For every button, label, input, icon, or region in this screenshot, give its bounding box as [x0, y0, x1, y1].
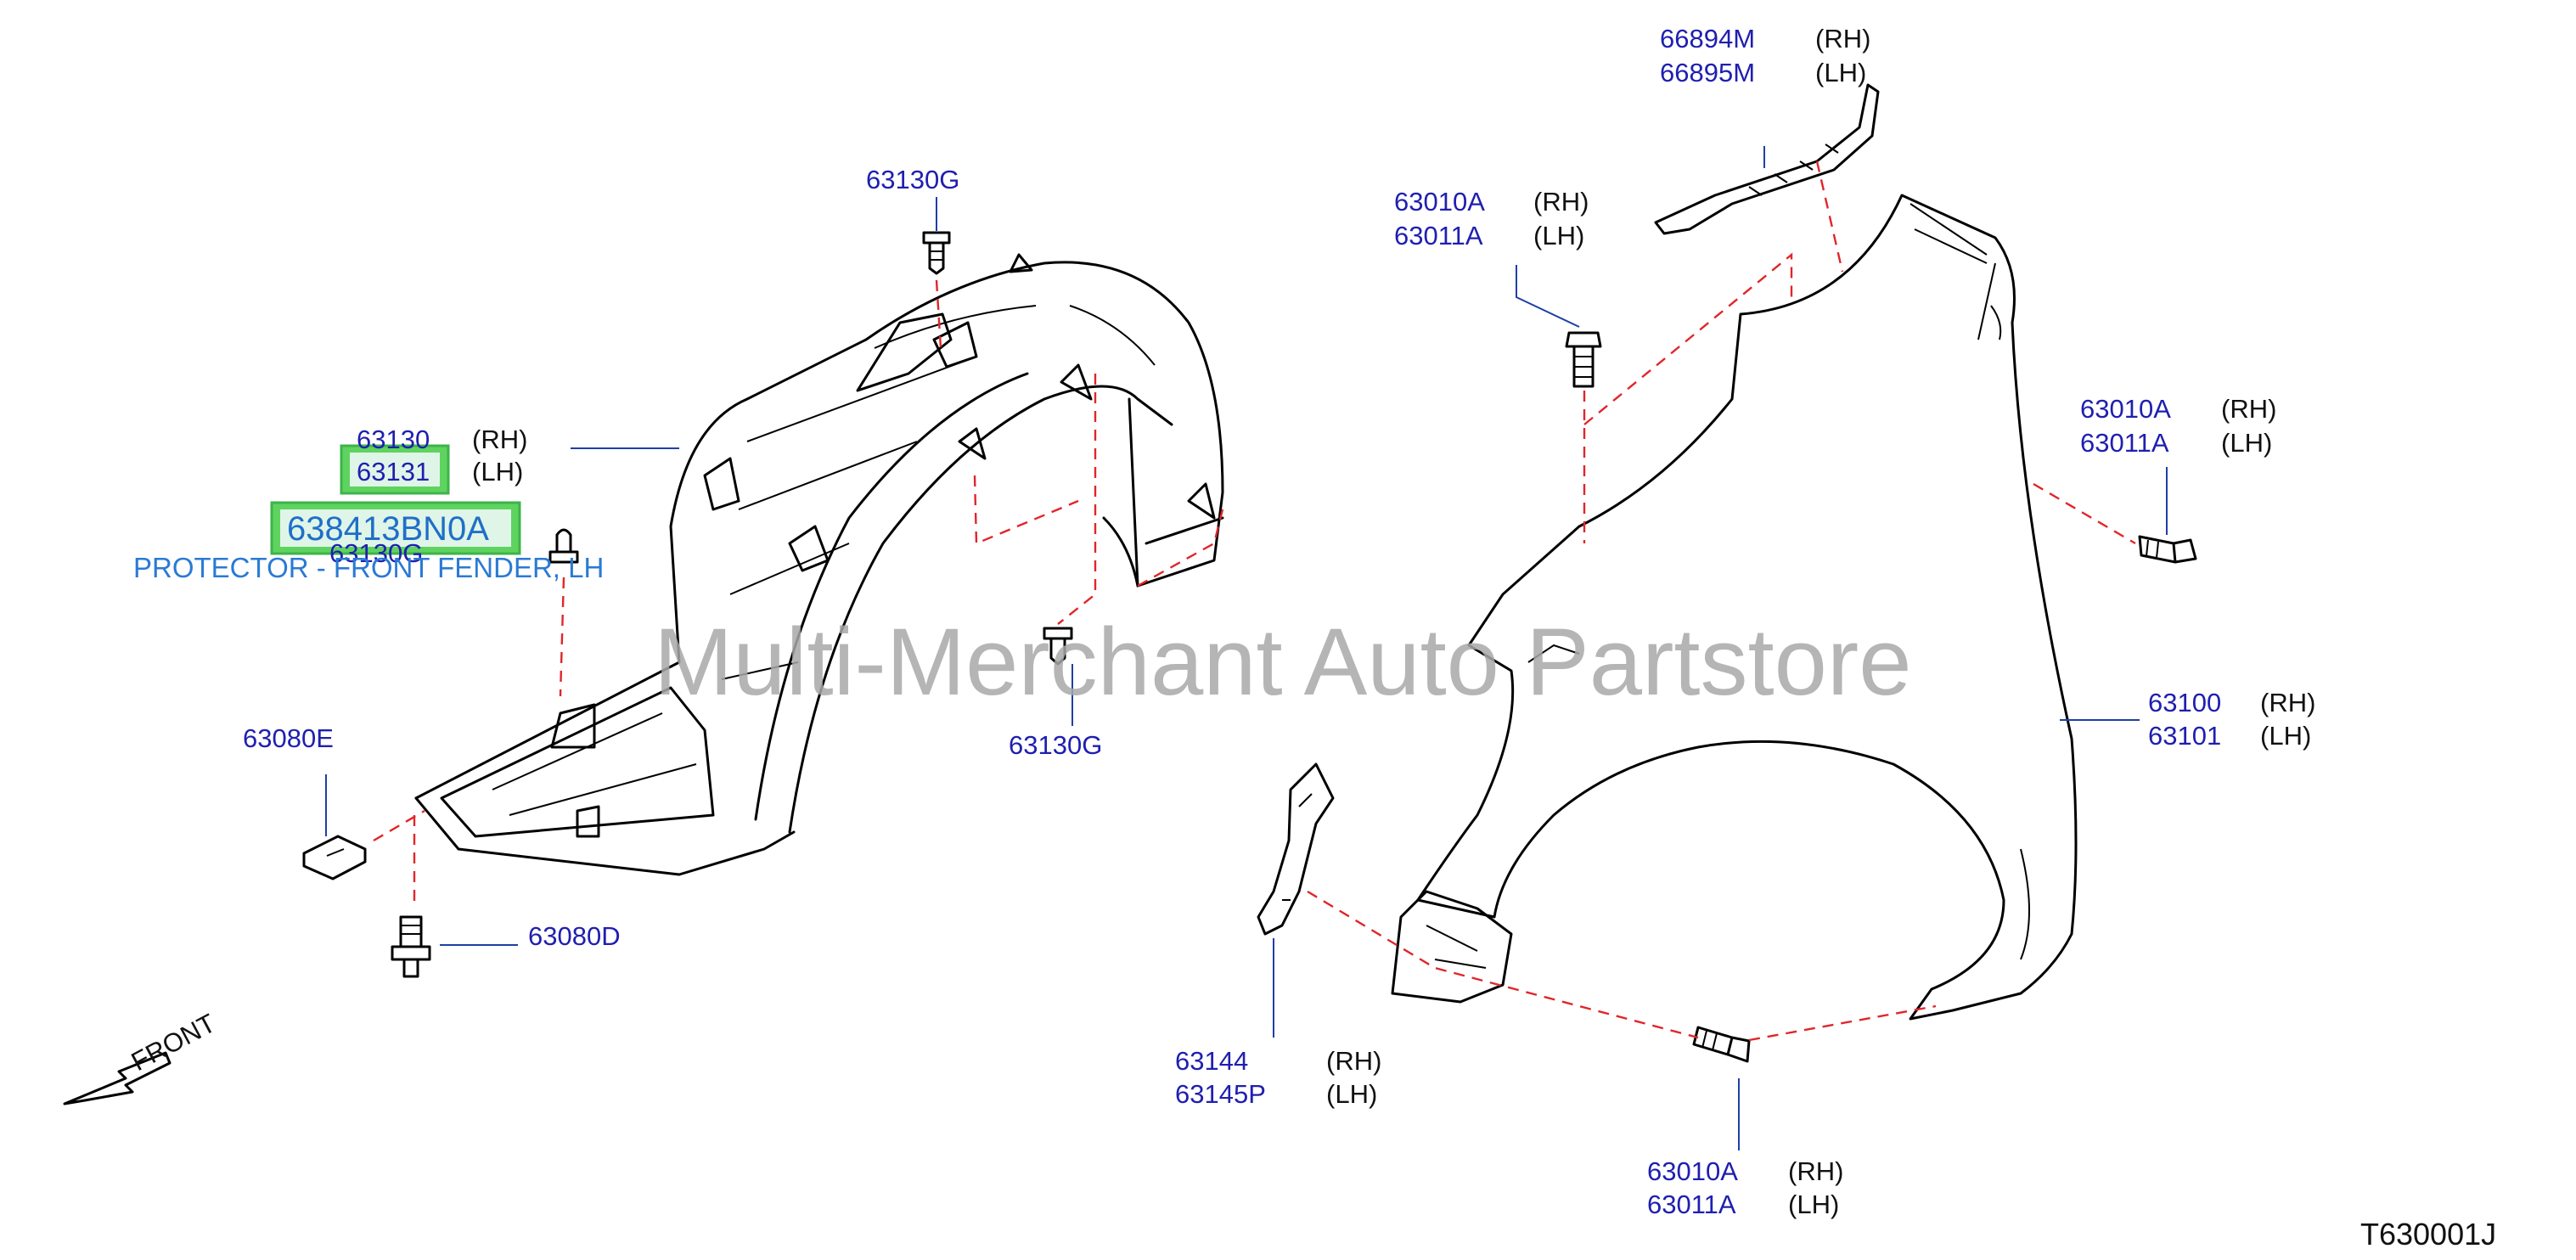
callout-fender-rh-side: (RH) [2260, 688, 2315, 717]
callout-66894m[interactable]: 66894M [1660, 24, 1755, 53]
callout-66895m[interactable]: 66895M [1660, 58, 1755, 87]
nut-drawing[interactable] [302, 835, 367, 880]
callout-protector-rh-side: (RH) [472, 425, 527, 454]
callout-fender-rh[interactable]: 63100 [2148, 688, 2221, 717]
callout-bolt-bottom-lh[interactable]: 63011A [1647, 1190, 1736, 1219]
part-description: PROTECTOR - FRONT FENDER, LH [133, 552, 604, 583]
callout-bolt-bottom-lh-side: (LH) [1788, 1190, 1839, 1219]
front-arrow-icon [63, 1051, 172, 1105]
callout-fender-lh[interactable]: 63101 [2148, 721, 2221, 751]
screw-drawing[interactable] [391, 915, 431, 978]
callout-protector-rh[interactable]: 63130 [357, 425, 430, 454]
front-fender-drawing[interactable] [1391, 194, 2078, 1021]
callout-bolt-right-lh-side: (LH) [2221, 428, 2272, 458]
leader-lines [325, 146, 2168, 1150]
callout-bolt-right-lh[interactable]: 63011A [2080, 428, 2169, 458]
callout-fender-lh-side: (LH) [2260, 721, 2311, 751]
callout-bracket-lh[interactable]: 63145P [1175, 1079, 1266, 1109]
callout-protector-lh[interactable]: 63131 [357, 457, 430, 487]
clip-left-drawing[interactable] [548, 528, 579, 564]
bolt-bottom-drawing[interactable] [1692, 1026, 1751, 1063]
fender-bracket-drawing[interactable] [1257, 762, 1335, 936]
callout-bracket-rh-side: (RH) [1326, 1046, 1381, 1076]
callout-protector-lh-side: (LH) [472, 457, 523, 487]
bolt-top-drawing[interactable] [1565, 331, 1602, 388]
callout-clip-mid[interactable]: 63130G [1009, 730, 1102, 760]
bolt-right-drawing[interactable] [2138, 535, 2197, 564]
callout-bolt-right-rh[interactable]: 63010A [2080, 394, 2171, 424]
highlight-box-lh-inner [350, 453, 440, 487]
watermark: Multi-Merchant Auto Partstore [654, 609, 1911, 715]
assembly-dashed-lines [373, 160, 2136, 1042]
fender-protector-drawing[interactable] [414, 253, 1224, 876]
callout-nut[interactable]: 63080E [243, 723, 334, 753]
callout-clip-left[interactable]: 63130G [329, 538, 423, 568]
callout-bolt-bottom-rh-side: (RH) [1788, 1156, 1843, 1186]
clip-top-drawing[interactable] [922, 231, 951, 275]
callout-66895m-side: (LH) [1815, 58, 1866, 87]
callout-66894m-side: (RH) [1815, 24, 1870, 53]
callout-bracket-rh[interactable]: 63144 [1175, 1046, 1248, 1076]
callout-bracket-lh-side: (LH) [1326, 1079, 1377, 1109]
callout-screw[interactable]: 63080D [528, 921, 621, 951]
callout-bolt-top-rh[interactable]: 63010A [1394, 187, 1485, 217]
diagram-code: T630001J [2360, 1217, 2496, 1252]
callout-bolt-top-rh-side: (RH) [1533, 187, 1589, 217]
highlight-box-part-number-inner [280, 509, 511, 547]
front-label: FRONT [127, 1008, 221, 1077]
highlighted-part-number[interactable]: 638413BN0A [287, 510, 489, 548]
clip-mid-drawing[interactable] [1043, 627, 1073, 666]
molding-upper-drawing[interactable] [1654, 83, 1880, 235]
callout-bolt-top-lh[interactable]: 63011A [1394, 221, 1483, 250]
callout-bolt-bottom-rh[interactable]: 63010A [1647, 1156, 1738, 1186]
callout-bolt-top-lh-side: (LH) [1533, 221, 1584, 250]
callout-bolt-right-rh-side: (RH) [2221, 394, 2276, 424]
callout-clip-top[interactable]: 63130G [866, 165, 959, 194]
